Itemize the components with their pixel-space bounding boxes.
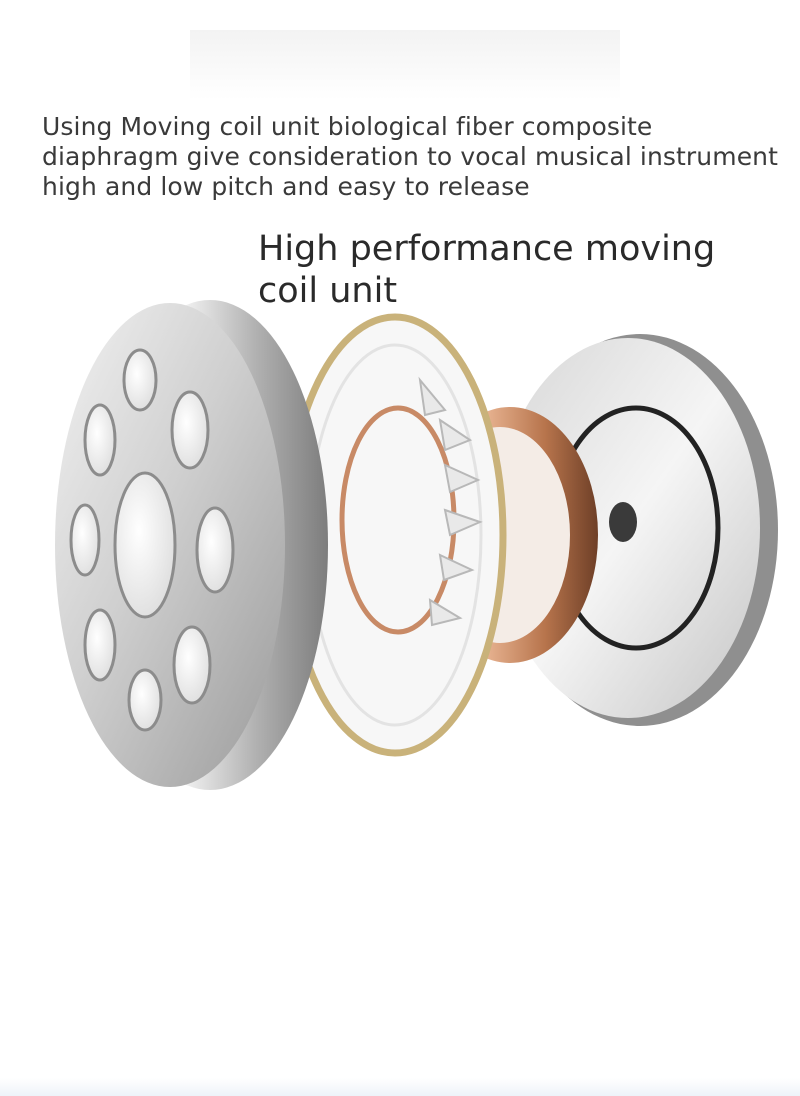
bottom-edge-band xyxy=(0,1078,800,1096)
top-header-band xyxy=(190,30,620,100)
exploded-driver-illustration xyxy=(55,300,778,790)
feature-description: Using Moving coil unit biological fiber … xyxy=(42,112,779,201)
section-heading: High performance moving coil unit xyxy=(258,229,716,311)
front-perforated-plate xyxy=(55,300,328,790)
